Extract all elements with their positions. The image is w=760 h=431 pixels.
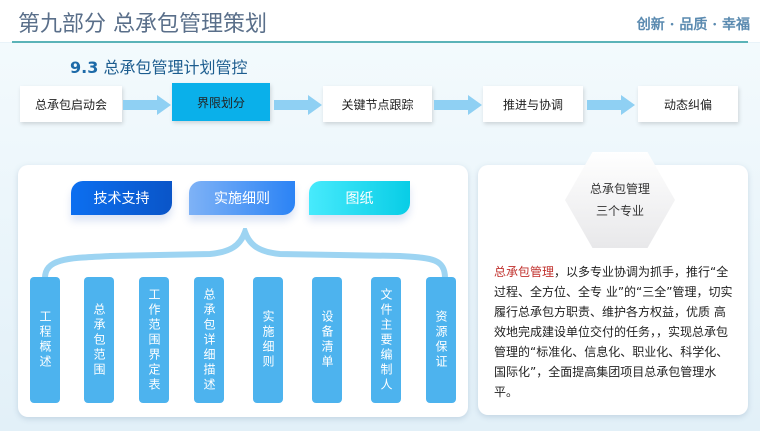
tab-implementation-rules[interactable]: 实施细则 [189,181,295,215]
tab-drawings[interactable]: 图纸 [309,181,410,215]
section-title: 9.3 总承包管理计划管控 [70,54,247,78]
flow-step[interactable]: 推进与协调 [483,86,583,122]
tab-tech-support[interactable]: 技术支持 [71,181,172,215]
item-bar: 总承包详细描述 [194,277,224,403]
flow-step[interactable]: 动态纠偏 [638,86,738,122]
page-title: 第九部分 总承包管理策划 [18,12,267,37]
description-text: 总承包管理，以多专业协调为抓手，推行“全过程、全方位、全专 业”的“三全”管理，… [494,262,734,402]
item-bar: 设备清单 [312,277,342,403]
header-divider [12,41,748,43]
hex-line-1: 总承包管理 [589,182,650,196]
hex-line-2: 三个专业 [595,204,644,218]
flow-step-active[interactable]: 界限划分 [172,83,270,121]
description-highlight: 总承包管理 [494,265,555,279]
brace-connector [42,228,448,280]
item-bar: 资源保证 [426,277,456,403]
header-bar [0,0,760,42]
section-number: 9.3 [70,58,99,77]
arrow-right-icon [274,95,322,115]
arrow-right-icon [123,95,171,115]
flow-step[interactable]: 关键节点跟踪 [323,86,432,122]
flow-step[interactable]: 总承包启动会 [20,86,122,122]
item-bar: 工作范围界定表 [139,277,169,403]
item-bar: 实施细则 [253,277,283,403]
item-bar: 文件主要编制人 [371,277,401,403]
section-title-text: 总承包管理计划管控 [103,58,248,77]
item-bar: 工程概述 [30,277,60,403]
arrow-right-icon [434,95,482,115]
arrow-right-icon [587,95,635,115]
description-body: ，以多专业协调为抓手，推行“全过程、全方位、全专 业”的“三全”管理，切实履行总… [494,265,733,399]
item-bar: 总承包范围 [84,277,114,403]
slogan: 创新 · 品质 · 幸福 [636,17,750,33]
